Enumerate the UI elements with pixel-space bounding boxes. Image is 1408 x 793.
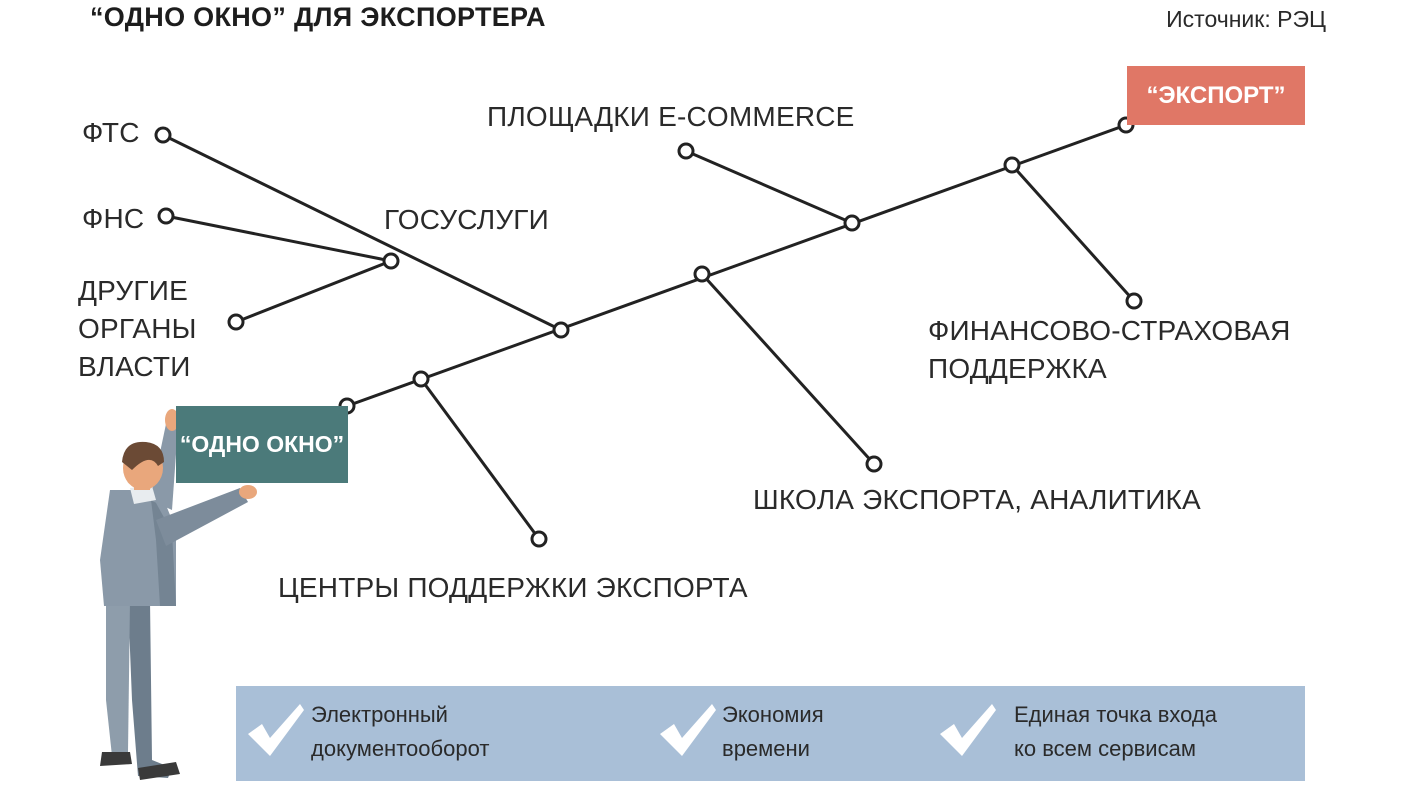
businessman-illustration (100, 409, 257, 780)
checkmark-icon (660, 704, 716, 756)
ecommerce-node-icon (677, 142, 695, 160)
finance-insurance-label: ФИНАНСОВО-СТРАХОВАЯ ПОДДЕРЖКА (928, 315, 1291, 384)
source-note: Источник: РЭЦ (1166, 6, 1326, 32)
fns-branch-line (165, 214, 392, 263)
connector-lines (162, 123, 1136, 540)
other-branch-line (235, 259, 392, 324)
finance-branch-line (1010, 163, 1136, 303)
finance-node-icon (1125, 292, 1143, 310)
benefits-band: Электронный документооборот Экономия вре… (236, 686, 1305, 781)
checkmark-icon (248, 704, 304, 756)
gosuslugi-node-icon (382, 252, 400, 270)
benefit-single-entry: Единая точка входа ко всем сервисам (1014, 702, 1217, 761)
ecommerce-label: ПЛОЩАДКИ E-COMMERCE (487, 101, 855, 132)
centers-branch-line (419, 378, 541, 540)
school-analytics-label: ШКОЛА ЭКСПОРТА, АНАЛИТИКА (753, 484, 1201, 515)
gosuslugi-label: ГОСУСЛУГИ (384, 204, 549, 235)
benefit-time-saving: Экономия времени (722, 702, 824, 761)
centers-node-icon (530, 530, 548, 548)
school-junction-node-icon (693, 265, 711, 283)
ecommerce-junction-node-icon (843, 214, 861, 232)
junction-node-icon (552, 321, 570, 339)
page-title: “ОДНО ОКНО” ДЛЯ ЭКСПОРТЕРА (90, 2, 546, 32)
other-authorities-label: ДРУГИЕ ОРГАНЫ ВЛАСТИ (78, 275, 197, 382)
checkmark-icon (940, 704, 996, 756)
spine-line (346, 123, 1127, 408)
one-window-box: “ОДНО ОКНО” (176, 406, 348, 483)
school-branch-line (700, 272, 876, 466)
ecommerce-branch-line (685, 149, 853, 225)
finance-junction-node-icon (1003, 156, 1021, 174)
other-node-icon (227, 313, 245, 331)
fns-label: ФНС (82, 203, 145, 234)
centers-junction-node-icon (412, 370, 430, 388)
benefit-electronic-docs: Электронный документооборот (311, 702, 490, 761)
support-centers-label: ЦЕНТРЫ ПОДДЕРЖКИ ЭКСПОРТА (278, 572, 748, 603)
export-box: “ЭКСПОРТ” (1127, 66, 1305, 125)
connector-nodes (154, 116, 1143, 548)
fts-label: ФТС (82, 117, 140, 148)
school-node-icon (865, 455, 883, 473)
fns-node-icon (157, 207, 175, 225)
fts-branch-line (162, 133, 562, 332)
fts-node-icon (154, 126, 172, 144)
